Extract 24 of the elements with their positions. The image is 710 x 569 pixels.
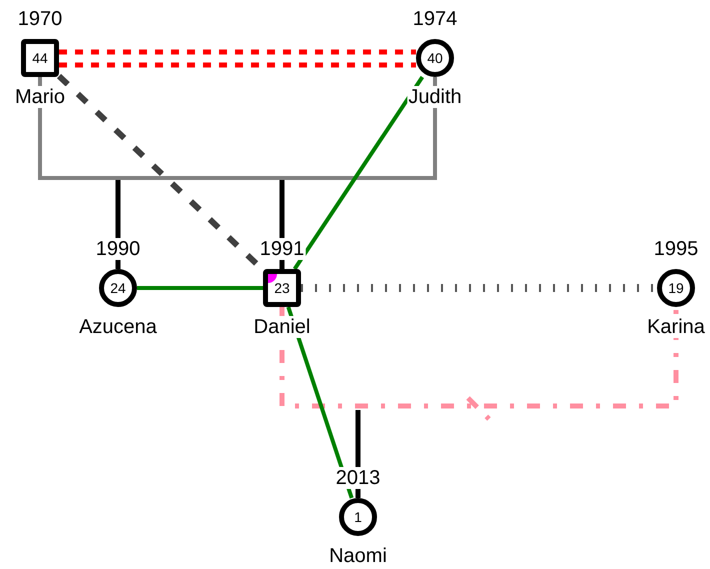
age-label: 44 (32, 51, 48, 65)
age-label: 1 (354, 510, 362, 524)
male-symbol (21, 39, 59, 77)
person-name: Judith (407, 86, 463, 108)
birth-year: 2013 (334, 467, 382, 489)
age-label: 23 (274, 281, 290, 295)
relationship-line (292, 76, 424, 270)
female-symbol (99, 269, 137, 307)
birth-year: 1991 (258, 238, 306, 260)
age-label: 24 (110, 281, 126, 295)
age-label: 19 (668, 281, 684, 295)
female-symbol (416, 39, 454, 77)
age-label: 40 (427, 51, 443, 65)
birth-year: 1990 (94, 238, 142, 260)
couple-line (280, 304, 678, 422)
person-name: Mario (14, 86, 66, 108)
couple-line (38, 77, 437, 180)
female-symbol (657, 269, 695, 307)
relationship-line (56, 50, 418, 68)
female-symbol (339, 498, 377, 536)
person-name: Daniel (252, 316, 312, 338)
relationship-line (137, 286, 263, 290)
person-name: Karina (646, 316, 706, 338)
male-symbol (263, 269, 301, 307)
